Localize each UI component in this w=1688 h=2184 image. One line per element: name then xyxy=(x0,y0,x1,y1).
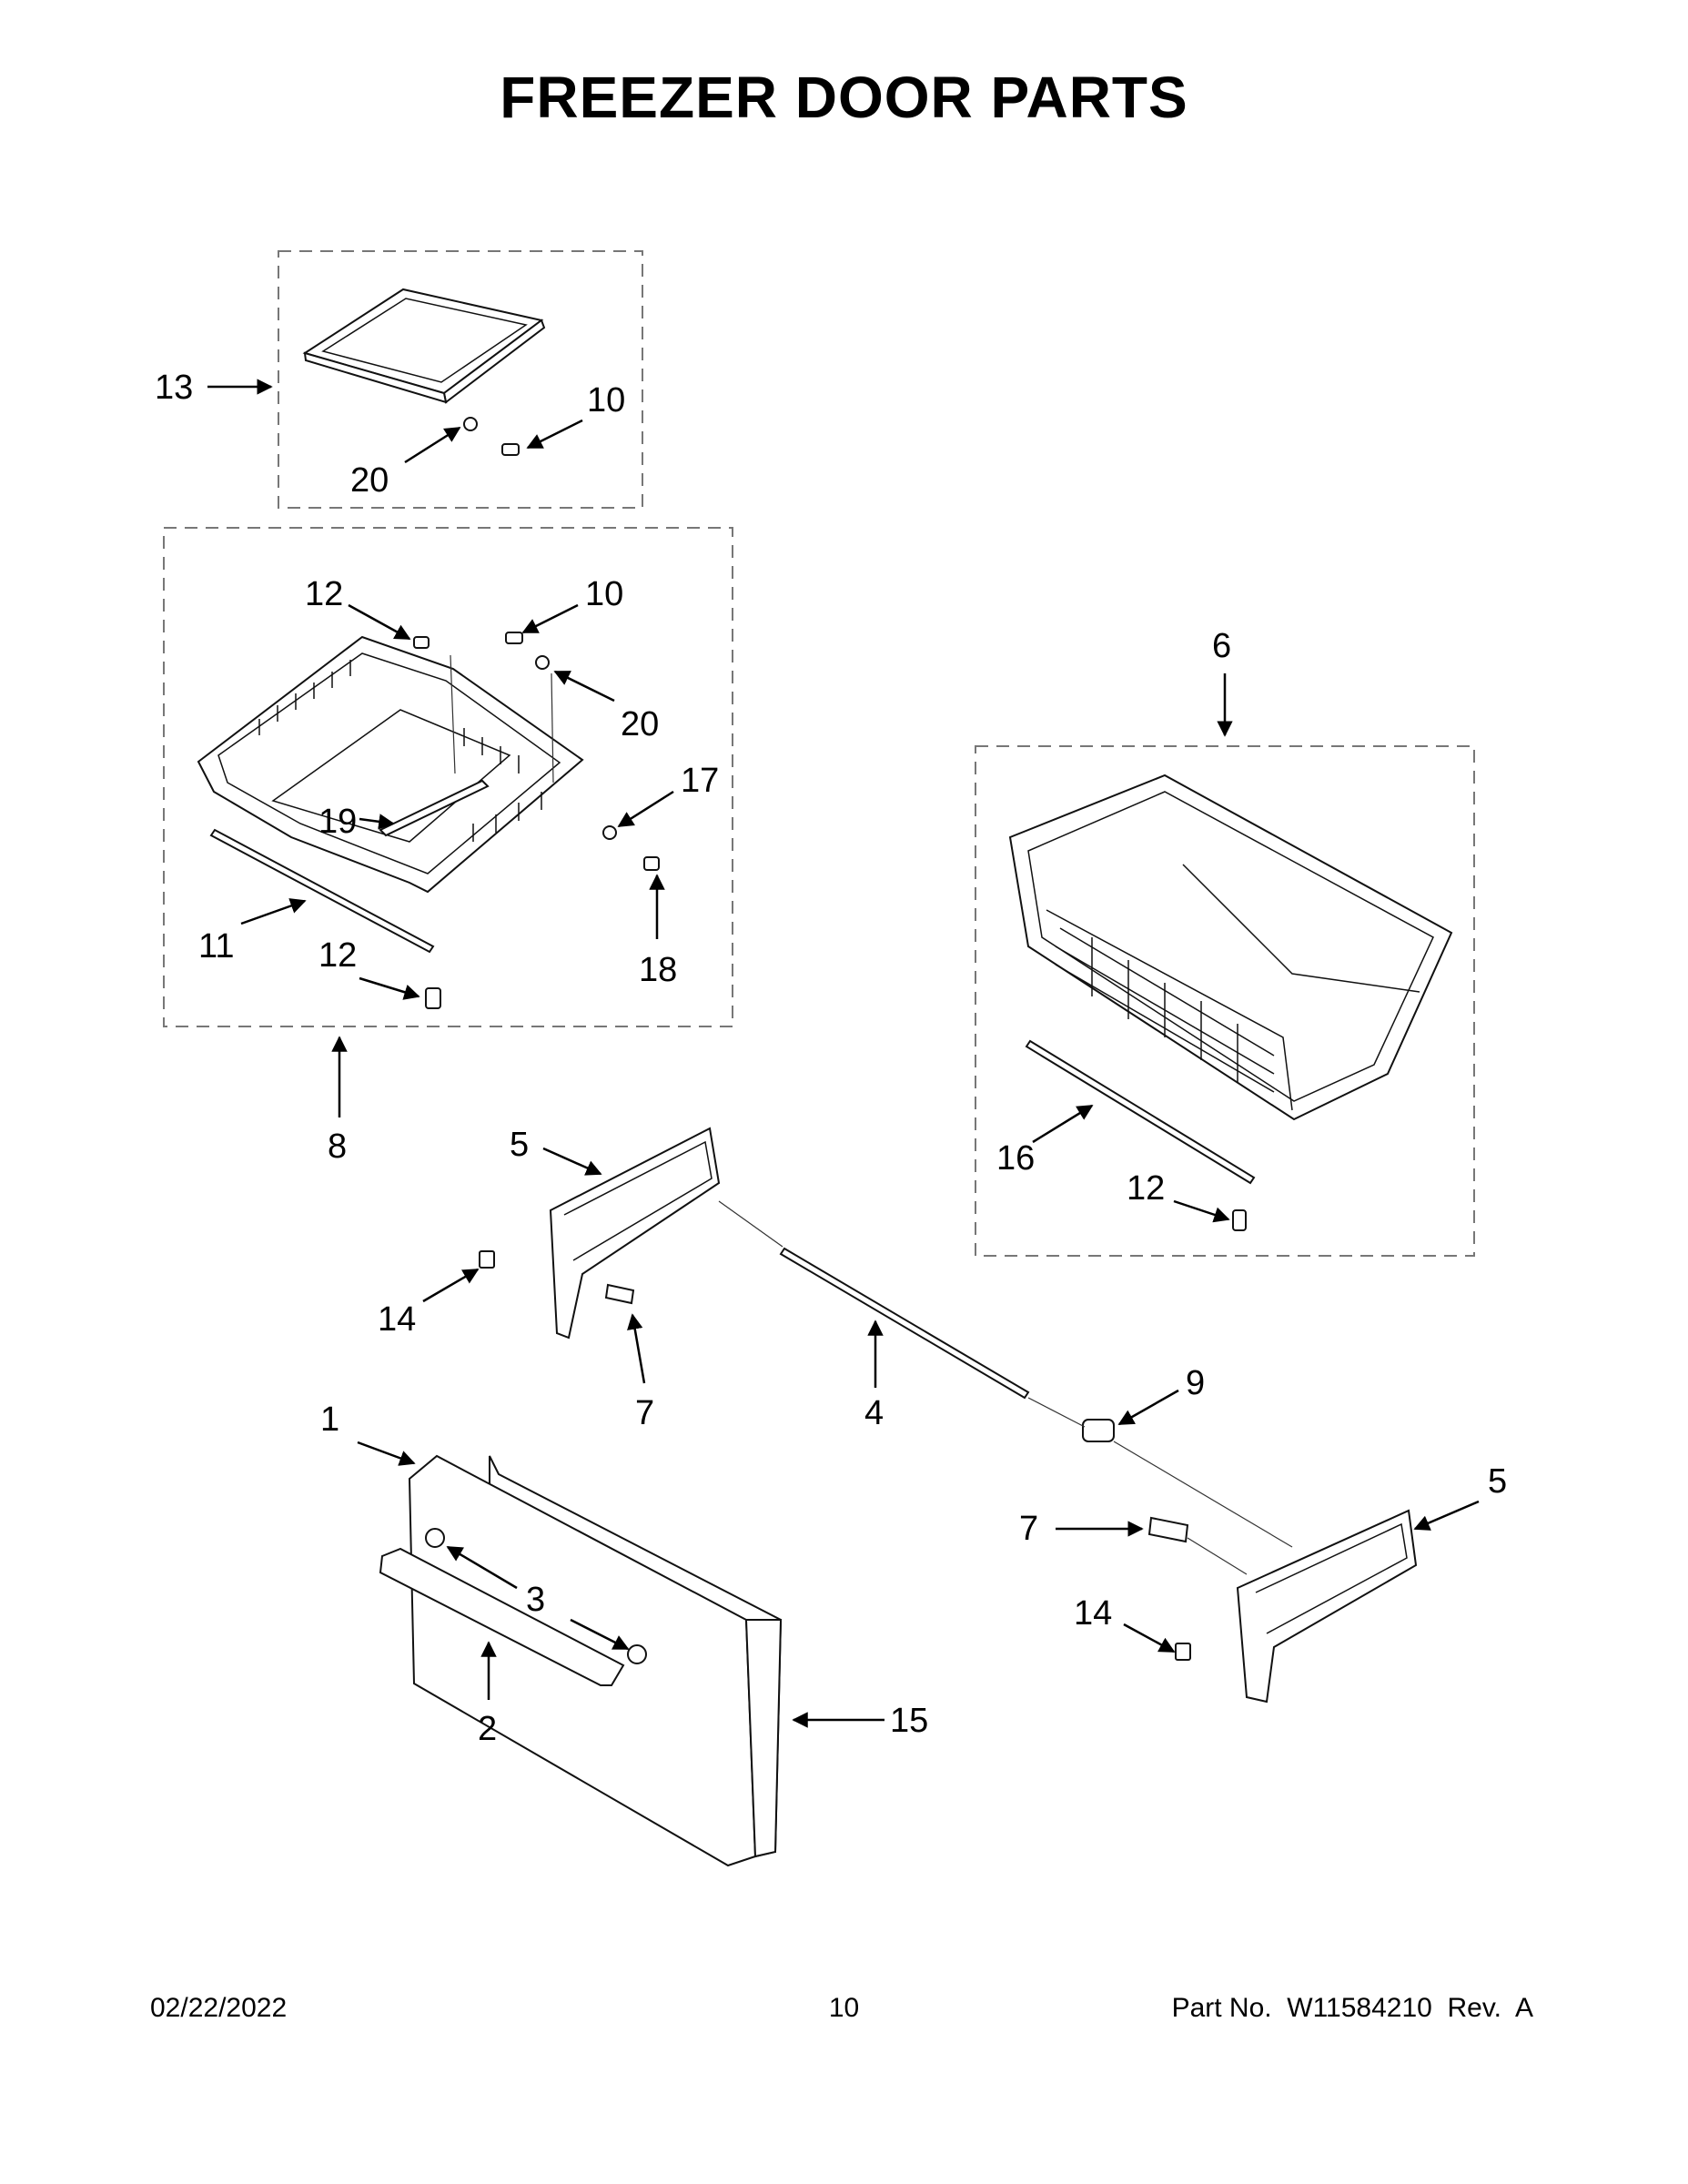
callout-15: 15 xyxy=(890,1702,928,1740)
right-rail-screw xyxy=(1147,1516,1189,1543)
upper-basket-stud xyxy=(643,856,660,871)
lower-freezer-basket xyxy=(1008,774,1453,1121)
page-title: FREEZER DOOR PARTS xyxy=(500,65,1188,130)
callout-12-upper: 12 xyxy=(305,575,343,613)
callout-9: 9 xyxy=(1186,1364,1205,1402)
shelf-screw xyxy=(501,443,520,456)
upper-freezer-basket xyxy=(197,635,584,894)
left-slide-rail xyxy=(549,1127,721,1340)
callout-14-right: 14 xyxy=(1074,1594,1112,1633)
callout-17: 17 xyxy=(681,762,719,800)
callout-12-lower-left: 12 xyxy=(318,936,357,975)
callout-8: 8 xyxy=(328,1127,347,1166)
connecting-rod xyxy=(779,1247,1030,1400)
footer-page-number: 10 xyxy=(828,1993,860,2023)
callout-16: 16 xyxy=(996,1139,1035,1178)
callout-13: 13 xyxy=(155,369,193,407)
callout-14-left: 14 xyxy=(378,1300,416,1339)
callout-5-right: 5 xyxy=(1488,1462,1507,1501)
callout-12-lower-right: 12 xyxy=(1127,1169,1165,1208)
left-rail-clip xyxy=(479,1250,495,1269)
handle-screw-bottom xyxy=(627,1644,647,1664)
shelf-nut xyxy=(463,417,478,431)
callout-7-right: 7 xyxy=(1019,1510,1038,1548)
freezer-shelf xyxy=(302,288,546,404)
upper-basket-screw-right xyxy=(505,632,523,644)
upper-basket-washer xyxy=(602,825,617,840)
callout-3: 3 xyxy=(526,1581,545,1619)
basket-divider xyxy=(379,779,490,837)
handle-screw-top xyxy=(425,1528,445,1548)
door-gasket-edge xyxy=(744,1619,783,1858)
upper-basket-nut-right xyxy=(535,655,550,670)
rod-bushing xyxy=(1082,1419,1115,1442)
callout-19: 19 xyxy=(318,803,357,841)
callout-10-upper: 10 xyxy=(585,575,623,613)
callout-1: 1 xyxy=(320,1400,339,1439)
shelf-assembly-box xyxy=(278,250,643,509)
right-rail-clip xyxy=(1175,1643,1191,1661)
callout-11: 11 xyxy=(198,927,234,966)
lower-basket-trim xyxy=(1025,1039,1256,1185)
lower-basket-assembly-box xyxy=(975,745,1475,1257)
callout-2: 2 xyxy=(478,1710,497,1748)
callout-7-left: 7 xyxy=(635,1394,654,1432)
upper-basket-screw-bottom xyxy=(425,987,441,1009)
callout-10-shelf: 10 xyxy=(587,381,625,420)
callout-20-shelf: 20 xyxy=(350,461,389,500)
left-rail-screw xyxy=(604,1283,635,1305)
callout-20-upper: 20 xyxy=(621,705,659,743)
footer-date: 02/22/2022 xyxy=(150,1993,288,2023)
upper-basket-screw-top xyxy=(413,636,430,649)
callout-5-left: 5 xyxy=(510,1126,529,1164)
lower-basket-screw xyxy=(1232,1209,1247,1231)
upper-basket-assembly-box xyxy=(163,527,733,1027)
right-slide-rail xyxy=(1236,1509,1418,1704)
footer-part-number: Part No. W11584210 Rev. A xyxy=(1171,1993,1533,2023)
callout-6: 6 xyxy=(1212,627,1231,665)
upper-basket-trim xyxy=(209,828,435,954)
callout-18: 18 xyxy=(639,951,677,989)
callout-4: 4 xyxy=(864,1394,884,1432)
door-handle xyxy=(379,1547,625,1686)
